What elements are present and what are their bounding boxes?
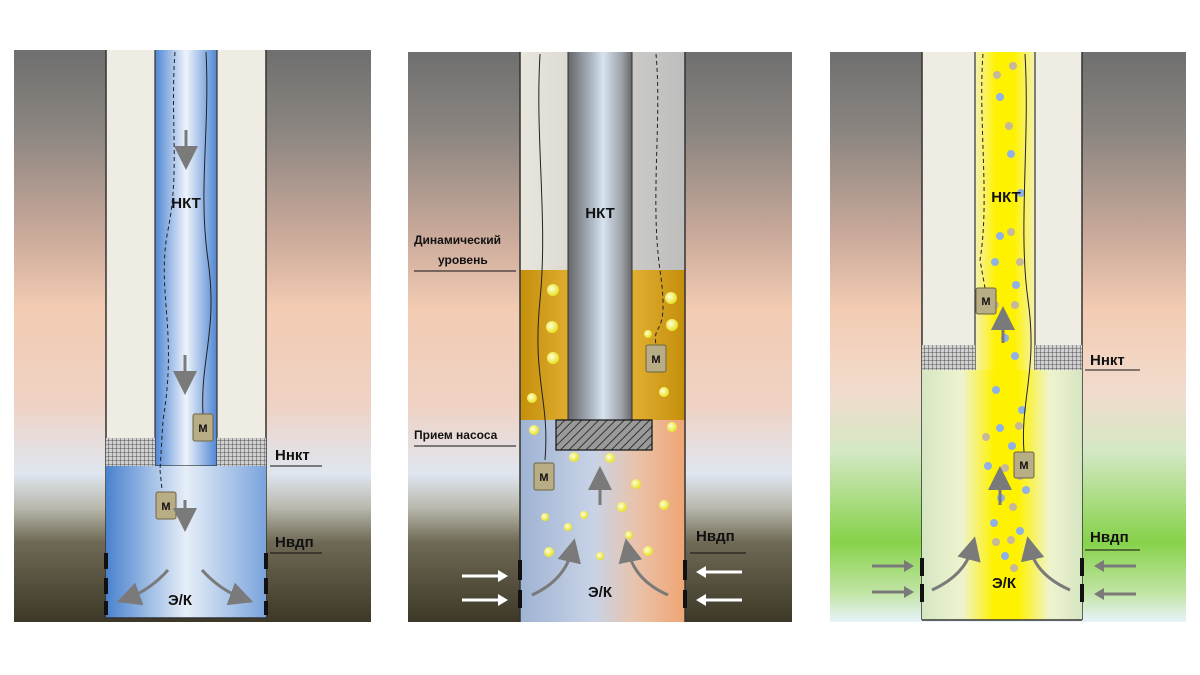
inflow-arrows — [462, 566, 742, 606]
tubing-label: НКТ — [991, 189, 1021, 206]
svg-text:M: M — [651, 354, 660, 366]
panel-2: M M НКТ Э/К Динамический уровень — [408, 52, 792, 622]
oil-bubbles — [527, 284, 678, 560]
tubing-label: НКТ — [585, 205, 615, 222]
dynamic-level-line-1: Динамический — [414, 233, 501, 247]
svg-text:M: M — [198, 423, 207, 435]
gauge-icon: M — [192, 413, 214, 442]
inflow-arrows — [872, 560, 1136, 600]
perforations — [920, 558, 1084, 602]
dynamic-level-line-2: уровень — [438, 253, 488, 267]
packer — [1035, 345, 1082, 370]
flow-arrows — [931, 306, 1071, 592]
svg-text:M: M — [1019, 460, 1028, 472]
packer — [217, 438, 266, 466]
particles — [982, 62, 1030, 572]
pump-intake-label: Прием насоса — [414, 428, 498, 442]
perforation-label: Нвдп — [696, 528, 735, 545]
gauge-icon: M — [1013, 451, 1035, 479]
packer — [106, 438, 155, 466]
casing-label: Э/К — [992, 575, 1017, 592]
tubing-label: НКТ — [171, 195, 201, 212]
tubing-pipe — [568, 52, 632, 422]
gauge-icon: M — [155, 491, 177, 520]
perforation-label: Нвдп — [275, 534, 314, 551]
pump-intake-block — [555, 419, 653, 451]
dynamic-level-label: Динамический уровень — [414, 233, 504, 267]
svg-text:M: M — [161, 501, 170, 513]
casing-label: Э/К — [588, 584, 613, 601]
panel-3: M M НКТ Э/К Ннкт Нвдп — [830, 52, 1186, 622]
tubing-depth-label: Ннкт — [275, 447, 310, 464]
gauge-icon: M — [533, 462, 555, 491]
tubing-depth-label: Ннкт — [1090, 352, 1125, 369]
packer — [922, 345, 975, 370]
svg-text:M: M — [981, 296, 990, 308]
gauge-icon: M — [645, 344, 667, 373]
perforation-label: Нвдп — [1090, 529, 1129, 546]
gauge-icon: M — [975, 287, 997, 315]
casing-label: Э/К — [168, 592, 193, 609]
perforations — [518, 560, 687, 608]
perforations — [104, 553, 268, 615]
flow-arrows — [531, 466, 669, 597]
svg-text:M: M — [539, 472, 548, 484]
panel-1: M M НКТ Э/К Ннкт Нвдп — [14, 50, 371, 622]
flow-arrows — [116, 130, 254, 606]
